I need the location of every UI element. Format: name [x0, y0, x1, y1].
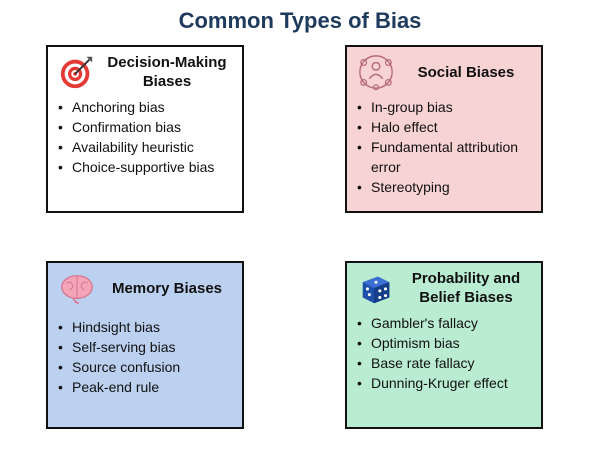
list-item: Availability heuristic — [58, 137, 232, 157]
list-item: In-group bias — [357, 97, 531, 117]
list-item: Peak-end rule — [58, 377, 232, 397]
network-people-icon — [359, 55, 393, 91]
card-header: Memory Biases — [58, 269, 232, 307]
list-item: Optimism bias — [357, 333, 531, 353]
card-title: Probability and Belief Biases — [411, 270, 521, 306]
card-header: Social Biases — [357, 53, 531, 91]
list-item: Source confusion — [58, 357, 232, 377]
list-item: Halo effect — [357, 117, 531, 137]
card-memory: Memory Biases Hindsight bias Self-servin… — [46, 261, 244, 429]
list-item: Confirmation bias — [58, 117, 232, 137]
dice-icon — [362, 276, 390, 304]
list-item: Base rate fallacy — [357, 353, 531, 373]
brain-icon — [61, 274, 93, 305]
list-item: Dunning-Kruger effect — [357, 373, 531, 393]
card-title: Decision-Making Biases — [107, 54, 227, 90]
card-title: Social Biases — [417, 63, 515, 81]
target-icon — [60, 56, 93, 89]
card-social: Social Biases In-group bias Halo effect … — [345, 45, 543, 213]
card-header: Decision-Making Biases — [58, 53, 232, 91]
list-item: Gambler's fallacy — [357, 313, 531, 333]
card-decision-making: Decision-Making Biases Anchoring bias Co… — [46, 45, 244, 213]
list-item: Fundamental attribution error — [357, 137, 531, 177]
list-item: Hindsight bias — [58, 317, 232, 337]
bias-list: In-group bias Halo effect Fundamental at… — [357, 97, 531, 197]
bias-list: Hindsight bias Self-serving bias Source … — [58, 317, 232, 397]
bias-list: Anchoring bias Confirmation bias Availab… — [58, 97, 232, 177]
list-item: Choice-supportive bias — [58, 157, 232, 177]
card-header: Probability and Belief Biases — [357, 269, 531, 307]
bias-list: Gambler's fallacy Optimism bias Base rat… — [357, 313, 531, 393]
list-item: Stereotyping — [357, 177, 531, 197]
card-probability-belief: Probability and Belief Biases Gambler's … — [345, 261, 543, 429]
list-item: Self-serving bias — [58, 337, 232, 357]
card-title: Memory Biases — [111, 279, 223, 297]
page-title: Common Types of Bias — [178, 8, 422, 33]
list-item: Anchoring bias — [58, 97, 232, 117]
